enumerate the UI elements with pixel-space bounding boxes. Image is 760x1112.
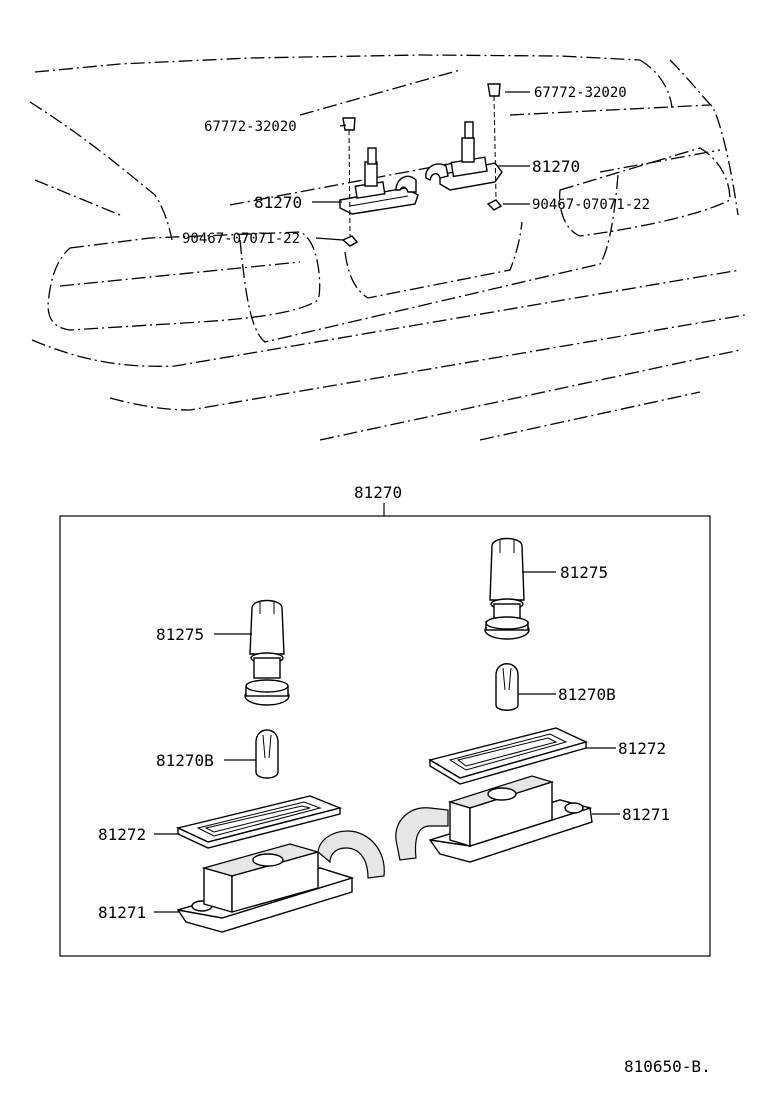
assembly-frame [59, 515, 711, 957]
label-housing-right: 81271 [622, 805, 670, 824]
label-socket-left: 81275 [156, 625, 204, 644]
nut-right [486, 199, 503, 211]
vehicle-rear-body-outline [29, 54, 746, 441]
top-leader-lines [312, 91, 530, 241]
nut-left [341, 235, 359, 247]
figure-code: 810650-B. [624, 1057, 711, 1076]
socket-left [244, 599, 290, 706]
label-lens-left: 81272 [98, 825, 146, 844]
label-nut-right: 90467-07071-22 [532, 197, 650, 213]
label-lamp-right-top: 81270 [532, 157, 580, 176]
bulb-left [255, 729, 279, 779]
assembly-leader-lines [154, 571, 620, 913]
label-housing-left: 81271 [98, 903, 146, 922]
housing-right [395, 775, 593, 863]
clip-right [487, 83, 501, 199]
label-clip-right: 67772-32020 [534, 85, 627, 101]
label-clip-left: 67772-32020 [204, 119, 297, 135]
lens-right [428, 727, 588, 785]
socket-right [484, 537, 530, 640]
lens-left [175, 795, 343, 849]
label-bulb-left: 81270B [156, 751, 214, 770]
mounted-lamp-right [425, 121, 503, 191]
label-lamp-left-top: 81270 [254, 193, 302, 212]
bulb-right [495, 663, 519, 711]
label-assembly: 81270 [354, 483, 402, 502]
label-nut-left: 90467-07071-22 [182, 231, 300, 247]
label-socket-right: 81275 [560, 563, 608, 582]
label-lens-right: 81272 [618, 739, 666, 758]
label-bulb-right: 81270B [558, 685, 616, 704]
mounted-lamp-left [339, 147, 419, 215]
housing-left [176, 830, 385, 933]
clip-left [342, 117, 356, 237]
